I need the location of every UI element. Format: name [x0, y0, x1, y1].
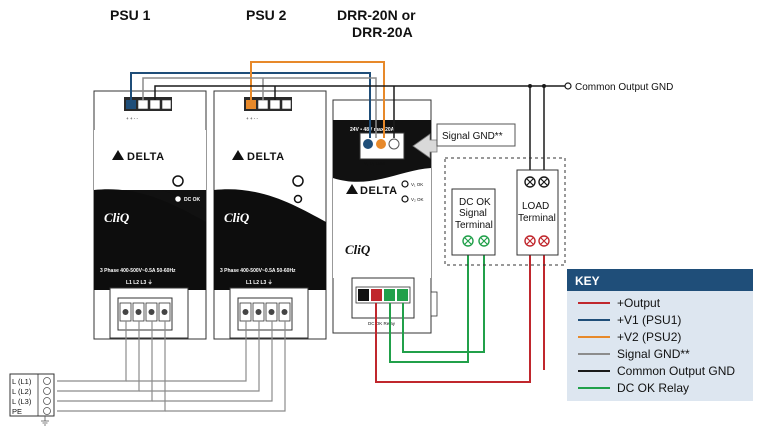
signal-gnd-callout: Signal GND**: [412, 123, 516, 159]
psu1-top-pins: + + - -: [126, 116, 139, 121]
delta-logo-icon: [112, 150, 124, 160]
psu2-clix-logo: CliQ: [224, 210, 250, 225]
psu1-terminal-labels: L1 L2 L3 ⏚: [126, 279, 153, 286]
drr-v1-ok-label: V₁ OK: [411, 182, 423, 187]
dcok-signal-terminal: DC OK Signal Terminal: [451, 188, 496, 256]
delta-logo-icon: [346, 184, 358, 194]
load-label-1: LOAD: [522, 201, 549, 212]
psu2-dcok-label: DC OK: [304, 197, 321, 203]
earth-ground-icon: [41, 416, 49, 426]
key-label: +V1 (PSU1): [617, 313, 681, 327]
key-label: +Output: [617, 296, 661, 310]
key-legend: KEY +Output +V1 (PSU1) +V2 (PSU2) Signal GN…: [567, 269, 753, 401]
key-title: KEY: [575, 274, 600, 288]
drr-clix-logo: CliQ: [345, 242, 371, 257]
key-label: Signal GND**: [617, 347, 690, 361]
dcok-label-2: Signal: [459, 208, 487, 219]
delta-logo-icon: [232, 150, 244, 160]
psu1-title: PSU 1: [110, 7, 151, 23]
drr-brand: DELTA: [360, 185, 398, 197]
psu1-rating: 3 Phase 400-500V~0.5A 50-60Hz: [100, 268, 176, 274]
dcok-led-icon: [293, 194, 303, 204]
feed-l2: L (L2): [12, 387, 32, 396]
psu1-clix-logo: CliQ: [104, 210, 130, 225]
adjust-knob-icon: [292, 175, 304, 187]
key-label: DC OK Relay: [617, 381, 689, 395]
psu1-module: + + - - DELTA Adjust DC OK CliQ 3 Phase …: [93, 90, 207, 340]
adjust-knob-icon: [172, 175, 184, 187]
psu2-rating: 3 Phase 400-500V~0.5A 50-60Hz: [220, 268, 296, 274]
wires: [57, 61, 565, 412]
psu1-dcok-label: DC OK: [184, 197, 201, 203]
load-label-2: Terminal: [518, 213, 556, 224]
feed-pe: PE: [12, 407, 22, 416]
key-label: +V2 (PSU2): [617, 330, 681, 344]
psu1-brand: DELTA: [127, 151, 165, 163]
psu2-terminal-labels: L1 L2 L3 ⏚: [246, 279, 273, 286]
load-terminal: LOAD Terminal: [516, 169, 559, 256]
dcok-led-icon: [173, 194, 183, 204]
drr-module: 24V • 48V max 20A V₁ V₂ Vout DELTA V₁ OK…: [332, 99, 438, 334]
external-terminals-group: [444, 157, 566, 266]
drr-v2-ok-label: V₂ OK: [411, 197, 424, 202]
key-header: [567, 269, 753, 291]
feed-l1: L (L1): [12, 377, 32, 386]
psu2-brand: DELTA: [247, 151, 285, 163]
drr-bottom-label: DC OK Relay: [368, 321, 396, 326]
ac-feed-terminal: L (L1) L (L2) L (L3) PE: [9, 373, 55, 426]
psu2-adjust-label: Adjust: [304, 179, 320, 185]
dcok-label-3: Terminal: [455, 220, 493, 231]
psu1-adjust-label: Adjust: [184, 179, 200, 185]
common-gnd-label: Common Output GND: [575, 82, 673, 93]
key-label: Common Output GND: [617, 364, 735, 378]
dcok-label-1: DC OK: [459, 197, 491, 208]
drr-pins-label: V₁ V₂ Vout: [364, 161, 386, 166]
drr-title-line2: DRR-20A: [352, 24, 413, 40]
psu2-top-pins: + + - -: [246, 116, 259, 121]
psu2-module: + + - - DELTA Adjust DC OK CliQ 3 Phase …: [213, 90, 327, 340]
feed-l3: L (L3): [12, 397, 32, 406]
signal-gnd-callout-text: Signal GND**: [442, 131, 503, 142]
drr-top-label: 24V • 48V max 20A: [350, 127, 395, 133]
common-gnd-terminal-icon: [564, 82, 572, 90]
psu2-title: PSU 2: [246, 7, 287, 23]
drr-title-line1: DRR-20N or: [337, 7, 416, 23]
